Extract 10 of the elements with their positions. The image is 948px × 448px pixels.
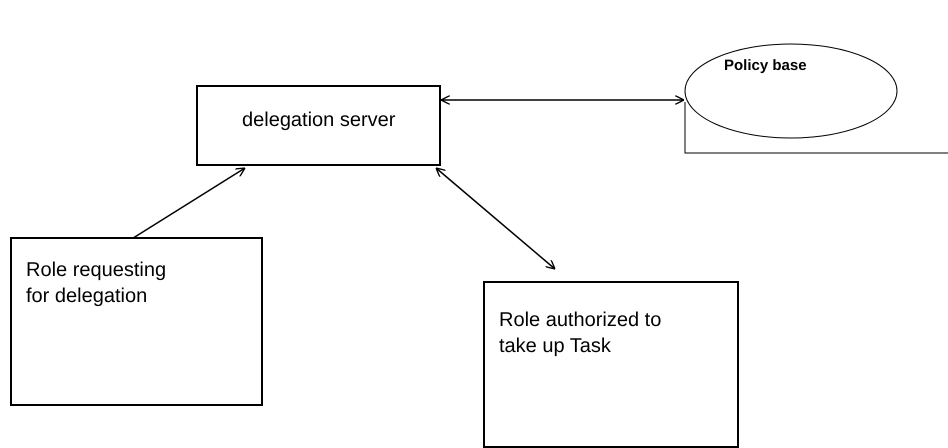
process-box bbox=[10, 237, 263, 406]
database-cylinder bbox=[684, 42, 948, 154]
node-label: Role authorized to take up Task bbox=[499, 308, 662, 359]
node-label: Role requesting for delegation bbox=[26, 258, 168, 309]
process-box bbox=[483, 281, 739, 448]
node-label: delegation server bbox=[242, 108, 396, 133]
node-label: Policy base bbox=[724, 56, 807, 76]
arrow bbox=[440, 94, 685, 106]
arrow bbox=[435, 167, 556, 270]
process-box bbox=[196, 85, 441, 166]
